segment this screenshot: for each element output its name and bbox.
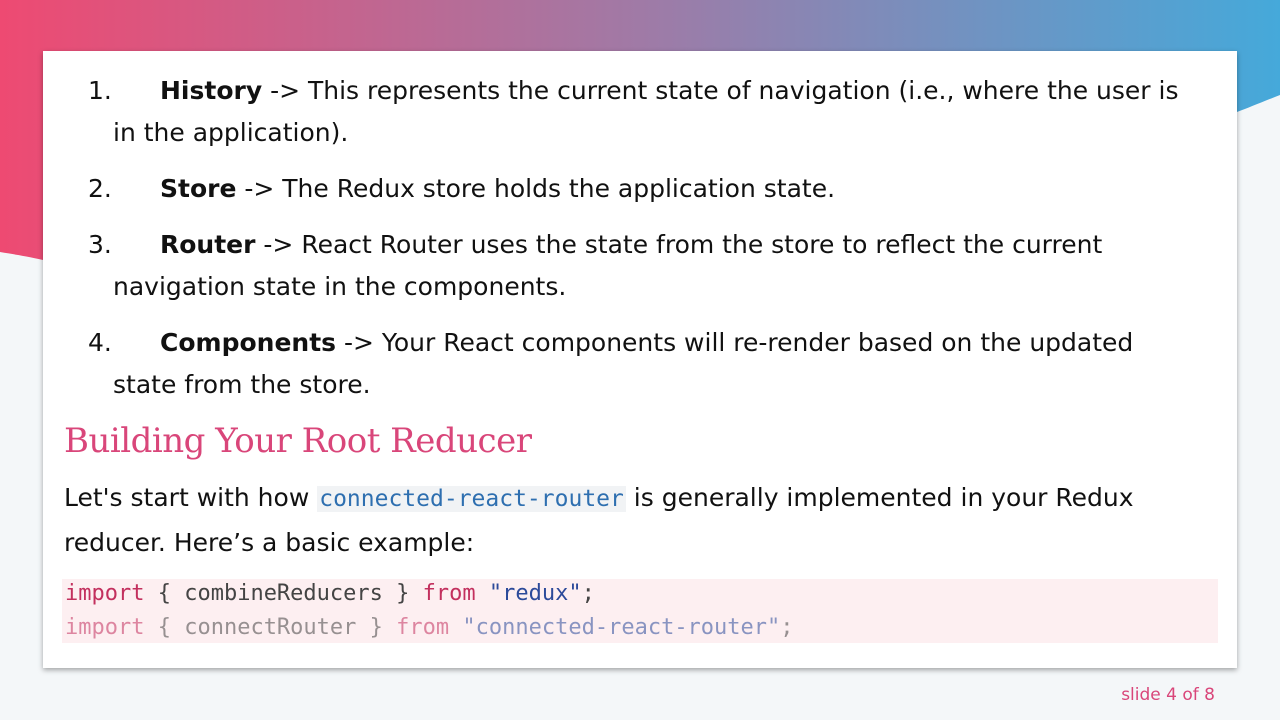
list-text: -> Your React components will re-render … — [336, 328, 1134, 357]
section-heading: Building Your Root Reducer — [64, 421, 532, 461]
code-block: import { combineReducers } from "redux";… — [62, 579, 1218, 643]
list-text: -> The Redux store holds the application… — [236, 174, 836, 203]
list-text: -> React Router uses the state from the … — [255, 230, 1103, 259]
code-keyword: from — [396, 615, 450, 640]
slide-number: slide 4 of 8 — [1121, 685, 1215, 705]
code-keyword: i — [65, 615, 79, 640]
code-plain — [449, 615, 462, 640]
list-item: 1. History -> This represents the current… — [88, 70, 1208, 154]
list-term: Components — [160, 328, 337, 357]
intro-paragraph: Let's start with how connected-react-rou… — [64, 476, 1214, 564]
code-line: import { connectRouter } from "connected… — [65, 615, 794, 640]
code-plain — [476, 581, 489, 606]
list-text-continued: in the application). — [113, 118, 349, 147]
list-term: Store — [160, 174, 237, 203]
list-item: 2. Store -> The Redux store holds the app… — [88, 168, 1208, 210]
code-string: "connected-react-router" — [462, 615, 781, 640]
list-text-continued: state from the store. — [113, 370, 371, 399]
slide-content-card: 1. History -> This represents the current… — [43, 51, 1237, 668]
list-term: Router — [160, 230, 256, 259]
code-plain: ; — [780, 615, 794, 640]
para-text: Let's start with how — [64, 483, 318, 512]
list-number: 2. — [88, 174, 112, 203]
code-plain: { connectRouter } — [144, 615, 397, 640]
list-term: History — [160, 76, 263, 105]
list-item: 4. Components -> Your React components wi… — [88, 322, 1208, 406]
list-text: -> This represents the current state of … — [262, 76, 1179, 105]
list-number: 1. — [88, 76, 112, 105]
code-keyword: mport — [78, 615, 145, 640]
inline-code: connected-react-router — [317, 486, 626, 512]
code-line: import { combineReducers } from "redux"; — [65, 581, 595, 606]
code-string: "redux" — [488, 581, 582, 606]
list-item: 3. Router -> React Router uses the state … — [88, 224, 1208, 308]
code-plain: ; — [581, 581, 595, 606]
code-keyword: from — [422, 581, 476, 606]
para-text: is generally implemented in your Redux r… — [64, 483, 1134, 557]
code-keyword: import — [65, 581, 145, 606]
list-number: 3. — [88, 230, 112, 259]
list-number: 4. — [88, 328, 112, 357]
code-plain: { combineReducers } — [144, 581, 423, 606]
list-text-continued: navigation state in the components. — [113, 272, 567, 301]
